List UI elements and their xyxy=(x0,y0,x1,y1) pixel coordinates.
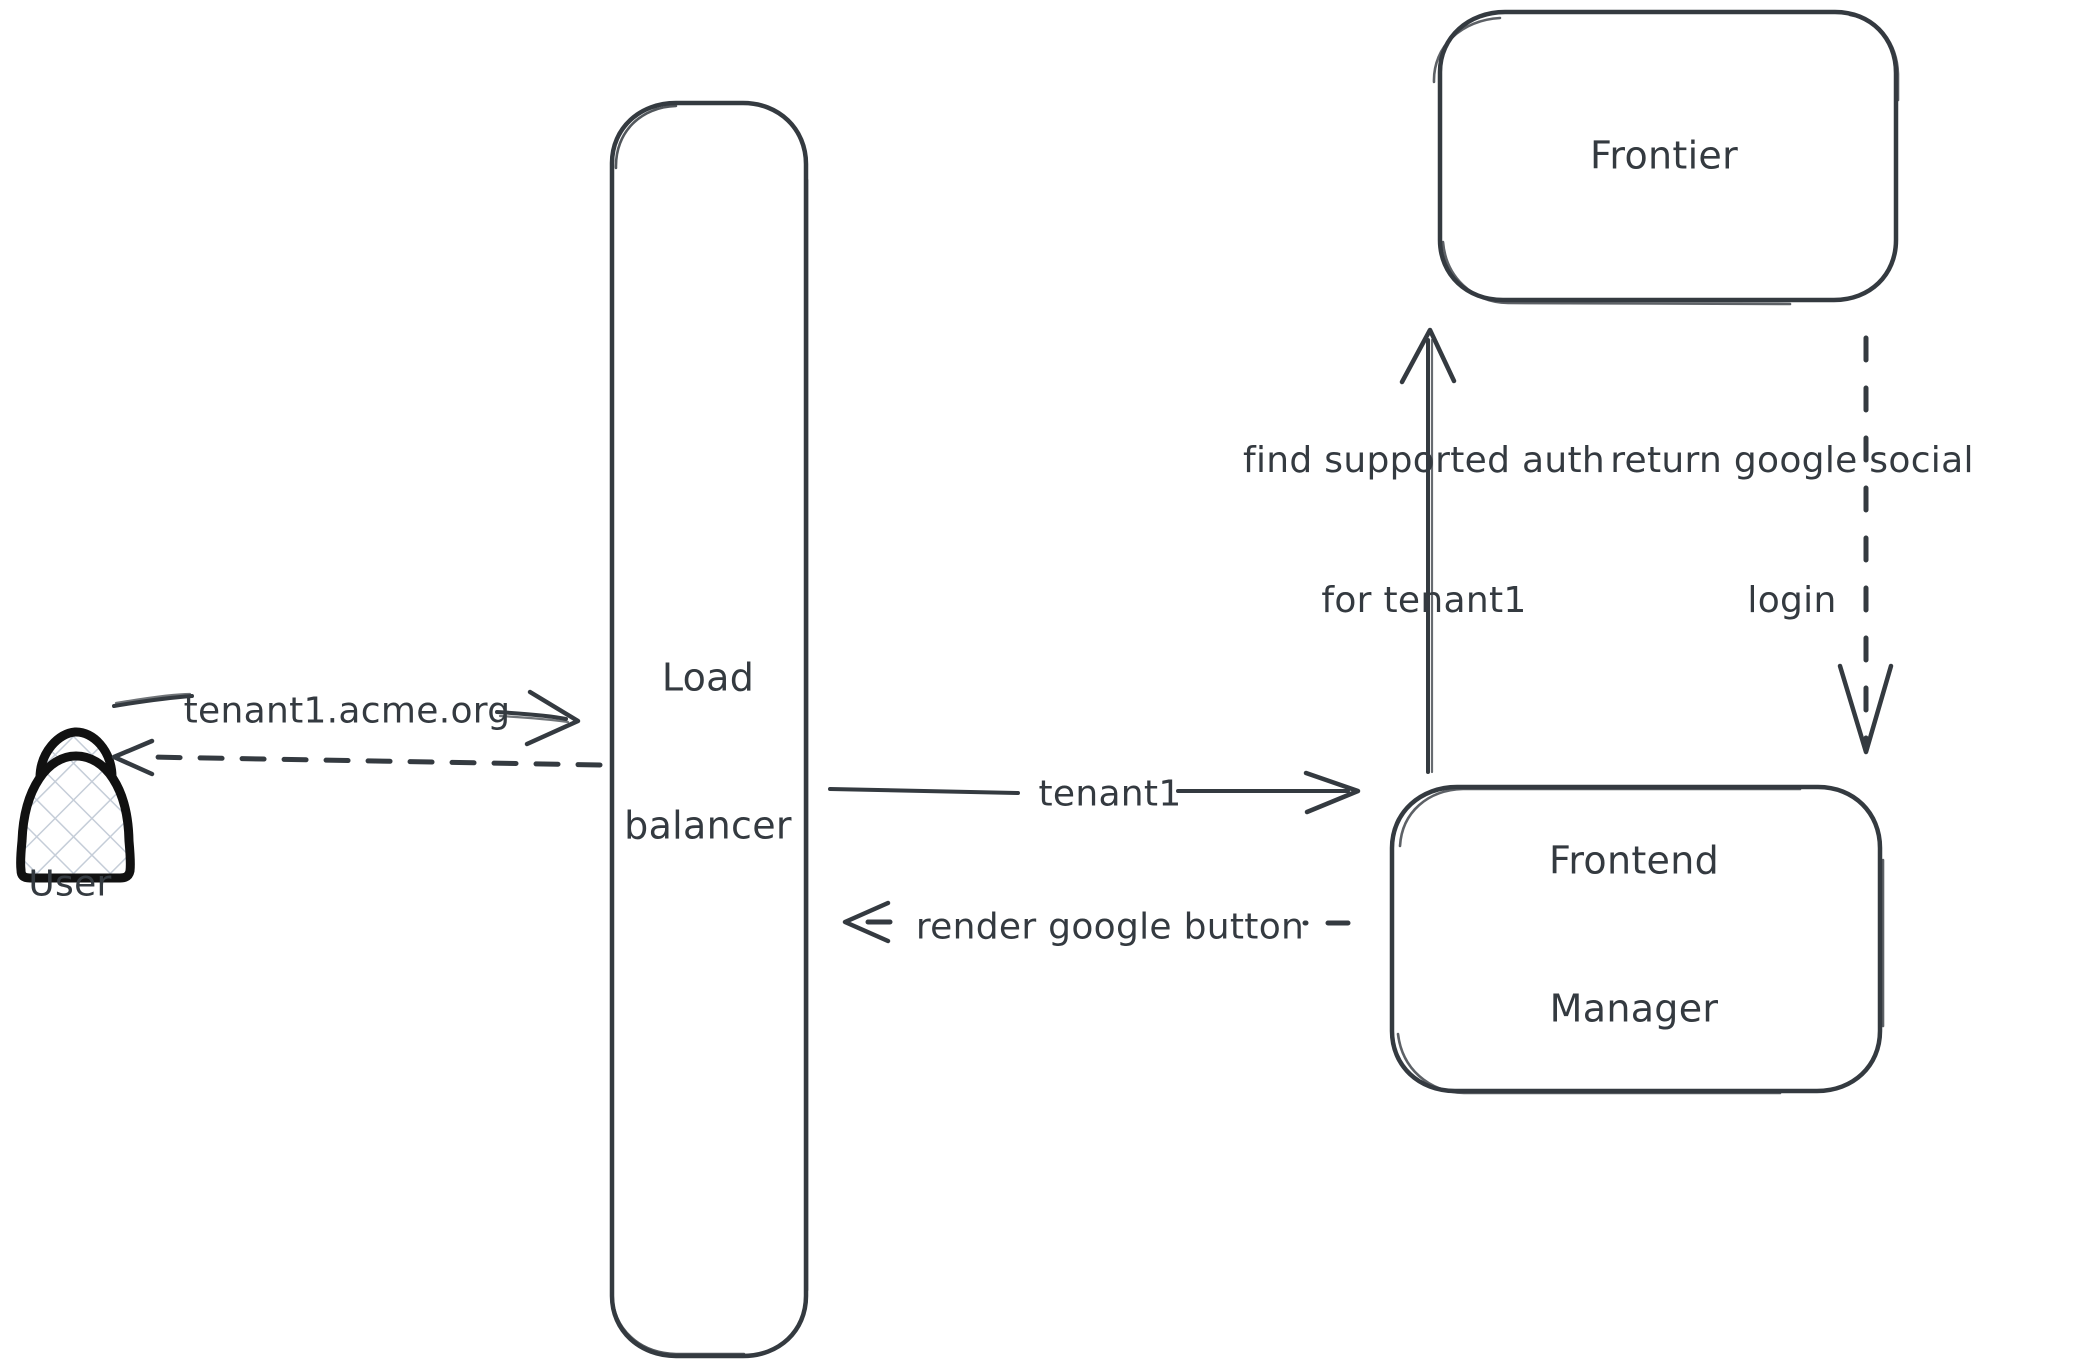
frontier-shape[interactable] xyxy=(1432,9,1900,306)
load-balancer-shape[interactable] xyxy=(609,100,809,1359)
edge-frontendmanager-to-frontier xyxy=(1399,327,1457,774)
frontend-manager-shape[interactable] xyxy=(1389,784,1885,1095)
user-actor-node[interactable] xyxy=(14,706,138,906)
load-balancer-node[interactable] xyxy=(606,100,810,1358)
edge-loadbalancer-to-frontendmanager xyxy=(828,770,1361,815)
edge-frontendmanager-to-loadbalancer xyxy=(842,900,1351,944)
frontier-node[interactable] xyxy=(1432,8,1900,304)
edge-user-to-loadbalancer xyxy=(112,689,581,747)
edge-frontier-to-frontendmanager xyxy=(1837,335,1894,755)
frontend-manager-node[interactable] xyxy=(1388,782,1884,1094)
user-actor-icon xyxy=(16,727,135,883)
edge-loadbalancer-to-user xyxy=(111,738,603,777)
